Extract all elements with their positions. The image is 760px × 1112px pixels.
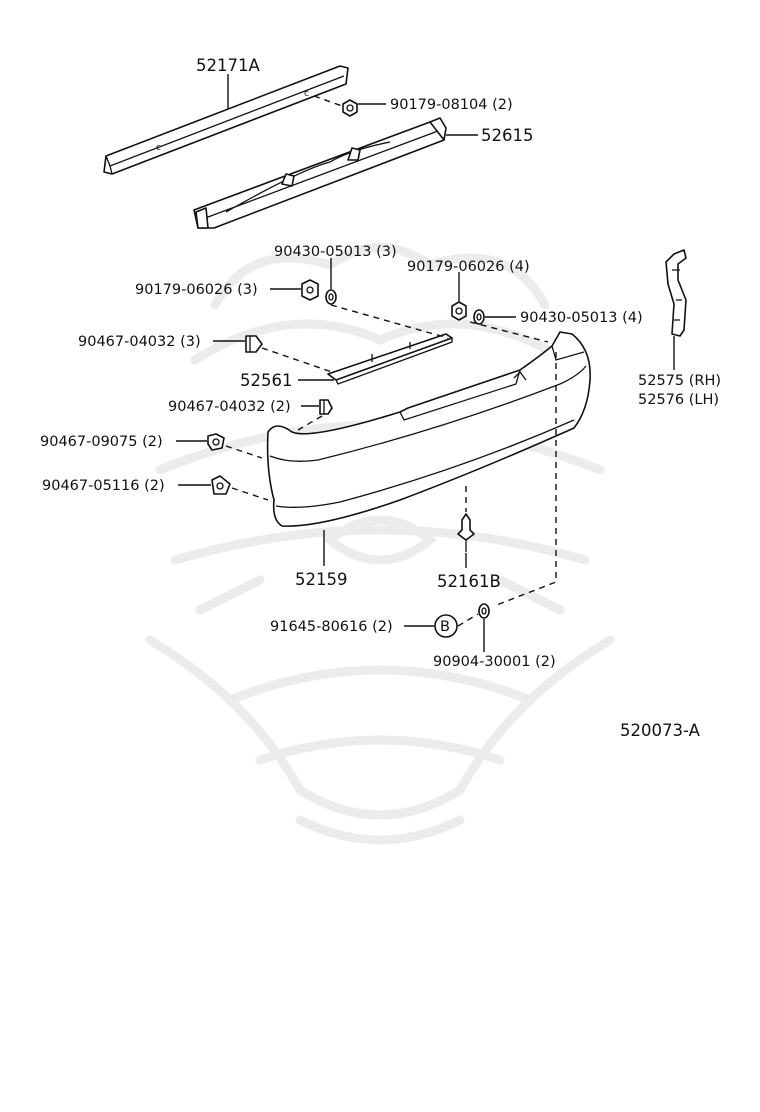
nut-icon[interactable]: [451, 301, 467, 321]
nut-icon[interactable]: [342, 99, 358, 117]
reinforcement-label: 52171A: [196, 56, 260, 75]
nut-06026-3-label: 90179-06026 (3): [135, 282, 258, 298]
screw-80616-label: 91645-80616 (2): [270, 619, 393, 635]
clip-icon[interactable]: [319, 399, 333, 415]
watermark-emblem: [145, 243, 615, 845]
svg-text:c: c: [304, 89, 309, 99]
bumper-cover-part[interactable]: [266, 331, 591, 527]
nut-08104-dashline: [313, 95, 343, 107]
bumper-cover-label: 52159: [295, 570, 348, 589]
assembly-dashline: [261, 347, 333, 373]
clip-icon[interactable]: [207, 433, 225, 451]
callout-b-marker[interactable]: B: [434, 614, 458, 638]
assembly-dashline: [297, 415, 323, 431]
clip-icon[interactable]: [457, 513, 475, 552]
grommet-label: 90904-30001 (2): [433, 654, 556, 670]
washer-05013-3-label: 90430-05013 (3): [274, 244, 397, 260]
washer-icon[interactable]: [325, 289, 337, 305]
clip-icon[interactable]: [211, 475, 231, 495]
clip-04032-2-label: 90467-04032 (2): [168, 399, 291, 415]
assembly-dashline: [225, 445, 263, 459]
absorber-part[interactable]: [193, 117, 447, 229]
assembly-dashline: [469, 321, 549, 343]
clip-09075-label: 90467-09075 (2): [40, 434, 163, 450]
retainer-label: 52561: [240, 371, 293, 390]
reinforcement-part[interactable]: c c: [103, 65, 349, 175]
bracket-part[interactable]: [665, 249, 687, 337]
nut-06026-4-label: 90179-06026 (4): [407, 259, 530, 275]
washer-05013-4-label: 90430-05013 (4): [520, 310, 643, 326]
assembly-dashline: [457, 613, 479, 627]
svg-text:c: c: [156, 143, 161, 153]
washer-icon[interactable]: [473, 309, 485, 325]
assembly-dashline: [330, 304, 449, 339]
assembly-dashline: [231, 487, 269, 501]
clip-05116-label: 90467-05116 (2): [42, 478, 165, 494]
bracket-lh-label: 52576 (LH): [638, 392, 719, 408]
bracket-rh-label: 52575 (RH): [638, 373, 721, 389]
clip-b-label: 52161B: [437, 572, 501, 591]
nut-08104-label: 90179-08104 (2): [390, 97, 513, 113]
retainer-part[interactable]: [327, 333, 453, 385]
nut-icon[interactable]: [301, 279, 319, 301]
clip-icon[interactable]: [245, 335, 263, 353]
absorber-label: 52615: [481, 126, 534, 145]
diagram-ref-label: 520073-A: [620, 721, 701, 740]
grommet-icon[interactable]: [478, 603, 490, 619]
svg-text:B: B: [440, 619, 450, 635]
clip-04032-3-label: 90467-04032 (3): [78, 334, 201, 350]
